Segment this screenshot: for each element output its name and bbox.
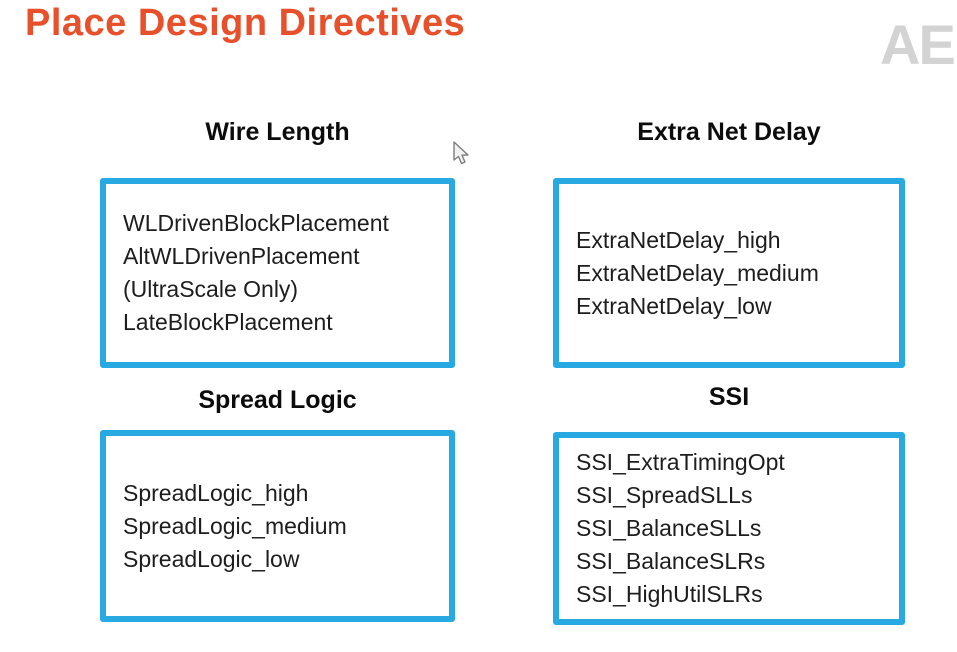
ssi-heading: SSI [708,383,750,411]
directive-item: ExtraNetDelay_low [576,292,772,319]
spread-logic-heading: Spread Logic [198,386,357,414]
directive-item: (UltraScale Only) [123,276,299,302]
directive-item: AltWLDrivenPlacement [123,243,360,269]
company-logo: AE [880,13,956,76]
spread-logic-box: SpreadLogic_high SpreadLogic_medium Spre… [100,430,455,622]
directive-item: ExtraNetDelay_high [576,226,781,253]
directive-item: SSI_SpreadSLLs [576,482,753,508]
directive-item: SSI_BalanceSLRs [576,548,766,574]
directive-item: SpreadLogic_low [123,545,300,572]
directive-item: WLDrivenBlockPlacement [123,210,389,236]
directive-item: ExtraNetDelay_medium [576,259,819,286]
directive-item: SSI_ExtraTimingOpt [576,449,785,475]
directive-item: SpreadLogic_high [123,479,309,506]
directive-item: SpreadLogic_medium [123,512,347,539]
page-title: Place Design Directives [25,2,466,44]
directive-item: SSI_BalanceSLLs [576,515,762,541]
wire-length-box: WLDrivenBlockPlacement AltWLDrivenPlacem… [100,178,455,368]
extra-net-delay-box: ExtraNetDelay_high ExtraNetDelay_medium … [553,178,905,368]
wire-length-heading: Wire Length [205,118,350,146]
extra-net-delay-heading: Extra Net Delay [637,118,821,146]
ssi-box: SSI_ExtraTimingOpt SSI_SpreadSLLs SSI_Ba… [553,432,905,625]
directive-item: SSI_HighUtilSLRs [576,581,763,607]
directive-item: LateBlockPlacement [123,309,333,335]
